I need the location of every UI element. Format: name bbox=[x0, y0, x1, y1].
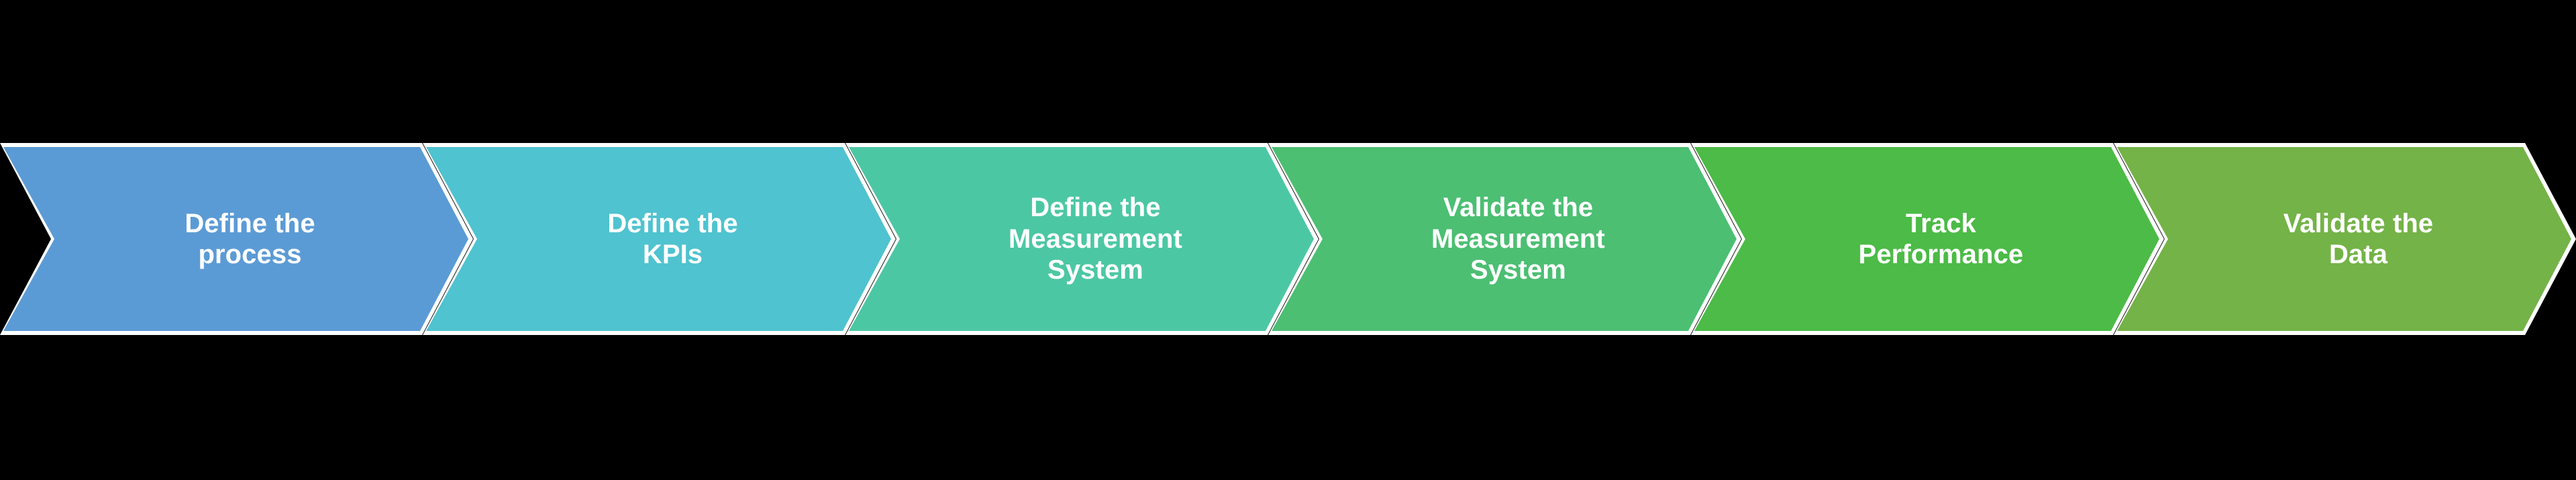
process-step-4-fill: Validate the Measurement System bbox=[1268, 143, 1741, 335]
process-step-5[interactable]: Track Performance bbox=[1691, 143, 2164, 335]
process-step-3[interactable]: Define the Measurement System bbox=[845, 143, 1319, 335]
process-step-6-label: Validate the Data bbox=[2283, 208, 2434, 269]
process-step-1-fill: Define the process bbox=[0, 143, 473, 335]
process-step-2-fill: Define the KPIs bbox=[423, 143, 896, 335]
process-step-3-label: Define the Measurement System bbox=[1009, 193, 1182, 285]
process-step-2[interactable]: Define the KPIs bbox=[423, 143, 896, 335]
process-step-5-fill: Track Performance bbox=[1691, 143, 2164, 335]
chevron-sequence: Define the process Define the KPIs Defin… bbox=[0, 143, 2576, 335]
process-step-4[interactable]: Validate the Measurement System bbox=[1268, 143, 1741, 335]
process-step-6-fill: Validate the Data bbox=[2114, 143, 2576, 335]
process-step-5-label: Track Performance bbox=[1858, 208, 2024, 269]
process-step-2-label: Define the KPIs bbox=[607, 208, 738, 269]
process-step-3-fill: Define the Measurement System bbox=[845, 143, 1319, 335]
process-step-1[interactable]: Define the process bbox=[0, 143, 473, 335]
process-step-1-label: Define the process bbox=[185, 208, 315, 269]
process-step-4-label: Validate the Measurement System bbox=[1431, 193, 1605, 285]
process-step-6[interactable]: Validate the Data bbox=[2114, 143, 2576, 335]
